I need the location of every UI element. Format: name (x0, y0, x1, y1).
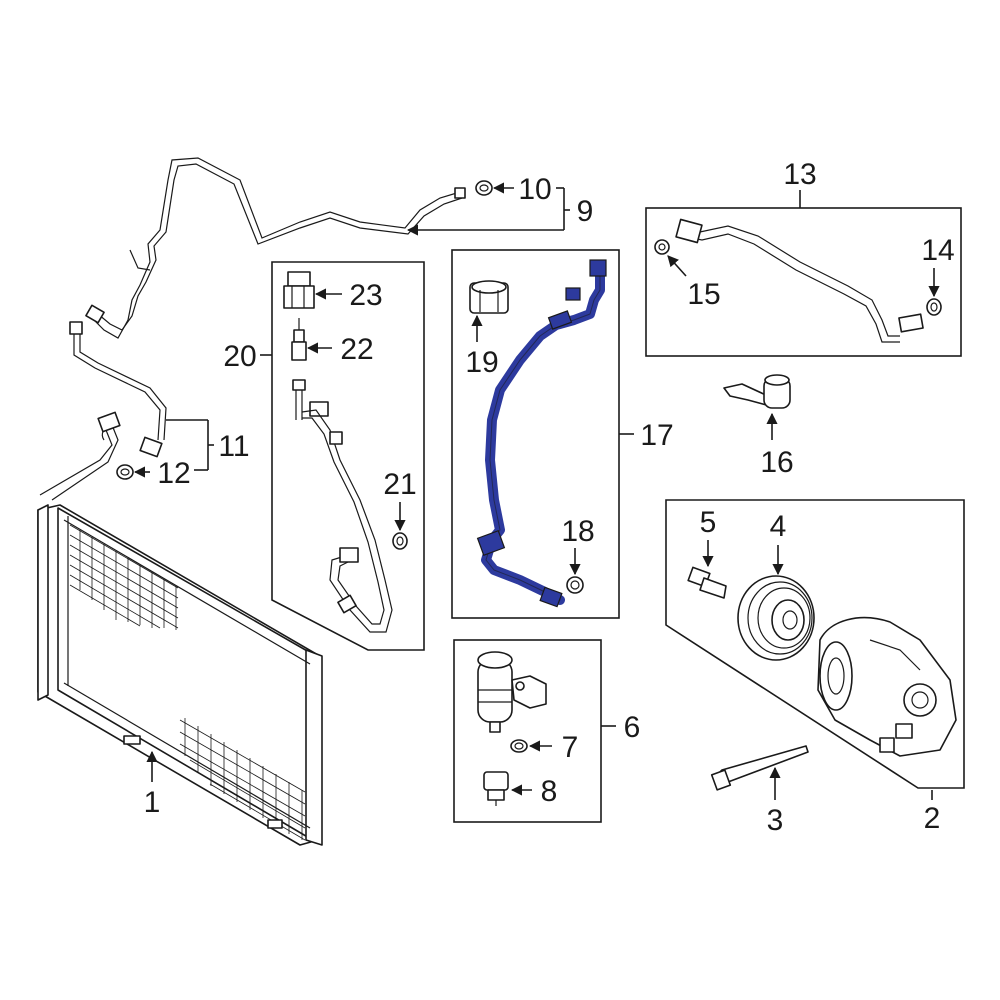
leader-lines (133, 182, 940, 800)
service-cap-23 (283, 271, 315, 309)
o-ring-21 (392, 532, 408, 550)
callout-21: 21 (383, 468, 416, 501)
callout-14: 14 (921, 234, 954, 267)
panel-6 (453, 639, 602, 823)
receiver-drier-6 (477, 651, 547, 733)
callout-23: 23 (349, 279, 382, 312)
line-assembly-9 (85, 157, 466, 339)
line-assembly-11 (39, 321, 167, 501)
pressure-switch-8 (483, 771, 509, 806)
callout-20: 20 (223, 340, 256, 373)
o-ring-18 (566, 576, 584, 594)
suction-hose-20 (292, 379, 393, 633)
callout-4: 4 (770, 510, 787, 543)
callout-15: 15 (687, 278, 720, 311)
o-ring-14 (926, 298, 942, 316)
bolt-5 (687, 566, 727, 599)
clip-16 (723, 374, 791, 409)
bolt-3 (710, 745, 809, 791)
callout-7: 7 (562, 731, 579, 764)
o-ring-10 (475, 180, 493, 196)
pulley-4 (737, 575, 815, 661)
callout-16: 16 (760, 446, 793, 479)
valve-core-22 (291, 318, 307, 361)
callout-11: 11 (218, 430, 249, 463)
callout-10: 10 (518, 173, 551, 206)
service-cap-19 (469, 280, 509, 314)
callout-18: 18 (561, 515, 594, 548)
callout-17: 17 (640, 419, 673, 452)
o-ring-12 (116, 464, 134, 480)
callout-19: 19 (465, 346, 498, 379)
callout-5: 5 (700, 506, 717, 539)
callout-1: 1 (144, 786, 161, 819)
callout-9: 9 (577, 195, 594, 228)
o-ring-15 (654, 239, 670, 255)
line-assembly-13 (675, 218, 924, 343)
callout-22: 22 (340, 333, 373, 366)
compressor-2 (817, 616, 957, 757)
callout-13: 13 (783, 158, 816, 191)
condenser (37, 504, 323, 846)
panel-20 (271, 261, 425, 651)
callout-6: 6 (624, 711, 641, 744)
discharge-hose-17 (476, 259, 607, 608)
callout-12: 12 (157, 457, 190, 490)
callout-3: 3 (767, 804, 784, 837)
o-ring-7 (510, 739, 528, 753)
callout-2: 2 (924, 802, 941, 835)
callout-8: 8 (541, 775, 558, 808)
